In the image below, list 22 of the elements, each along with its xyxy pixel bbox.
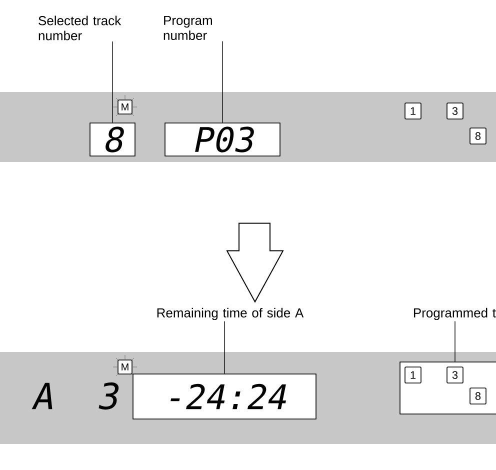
track-number-box: 8 <box>470 128 486 144</box>
track-number-box: 3 <box>446 366 464 384</box>
track-number-box: 3 <box>446 102 464 120</box>
callout-label: Program number <box>164 16 212 40</box>
indicator-box: M <box>118 360 132 374</box>
display-window: -24:24 <box>132 374 316 420</box>
segment-digit: 3 <box>98 382 119 410</box>
leader-line <box>222 40 223 123</box>
track-number-box: 1 <box>404 366 422 384</box>
indicator-box: M <box>118 100 132 114</box>
down-arrow <box>226 222 284 303</box>
leader-line <box>224 320 225 374</box>
track-number-box: 1 <box>404 102 422 120</box>
leader-line <box>454 320 456 362</box>
display-window: P03 <box>164 122 280 156</box>
display-window: 8 <box>90 122 136 156</box>
leader-line <box>112 41 113 123</box>
callout-label: Programmed t <box>414 308 496 320</box>
callout-label: Remaining time of side A <box>157 308 304 320</box>
segment-digit: A <box>32 382 52 410</box>
callout-label: Selected track number <box>38 16 122 40</box>
track-number-box: 8 <box>470 388 486 404</box>
